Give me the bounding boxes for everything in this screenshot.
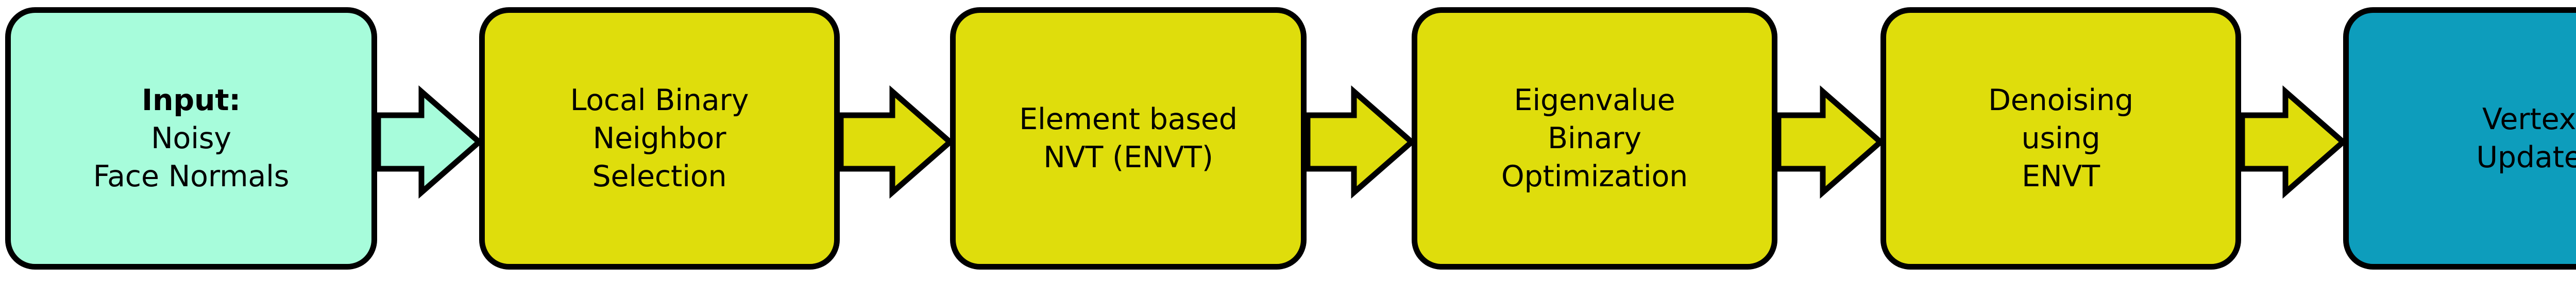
flow-node-label-line: Noisy	[151, 121, 231, 155]
flow-node-label-line: Vertex	[2482, 102, 2576, 136]
flow-node-label-line: Input:	[141, 83, 241, 117]
arrow-right-icon	[838, 0, 955, 284]
flow-node-label-line: ENVT	[2022, 159, 2100, 194]
arrow-right-icon	[1304, 0, 1416, 284]
flow-node-label-line: Face Normals	[93, 159, 290, 194]
flow-node-label-line: Binary	[1548, 121, 1641, 155]
flow-node-label-line: Neighbor	[592, 121, 726, 155]
flow-node-label-line: Eigenvalue	[1514, 83, 1675, 117]
arrow-right-icon	[1775, 0, 1885, 284]
arrow-right-icon	[375, 0, 484, 284]
flow-node-label-line: Update	[2476, 140, 2576, 174]
flow-node-label-line: Local Binary	[570, 83, 749, 117]
flow-node-label-line: Element based	[1019, 102, 1238, 136]
flow-node-label-line: using	[2021, 121, 2100, 155]
flow-node-label-line: Selection	[592, 159, 727, 194]
flow-node-label-line: Optimization	[1501, 159, 1688, 194]
flow-node-label-line: NVT (ENVT)	[1043, 140, 1213, 174]
arrow-right-icon	[2239, 0, 2348, 284]
flow-node-label-line: Denoising	[1988, 83, 2133, 117]
